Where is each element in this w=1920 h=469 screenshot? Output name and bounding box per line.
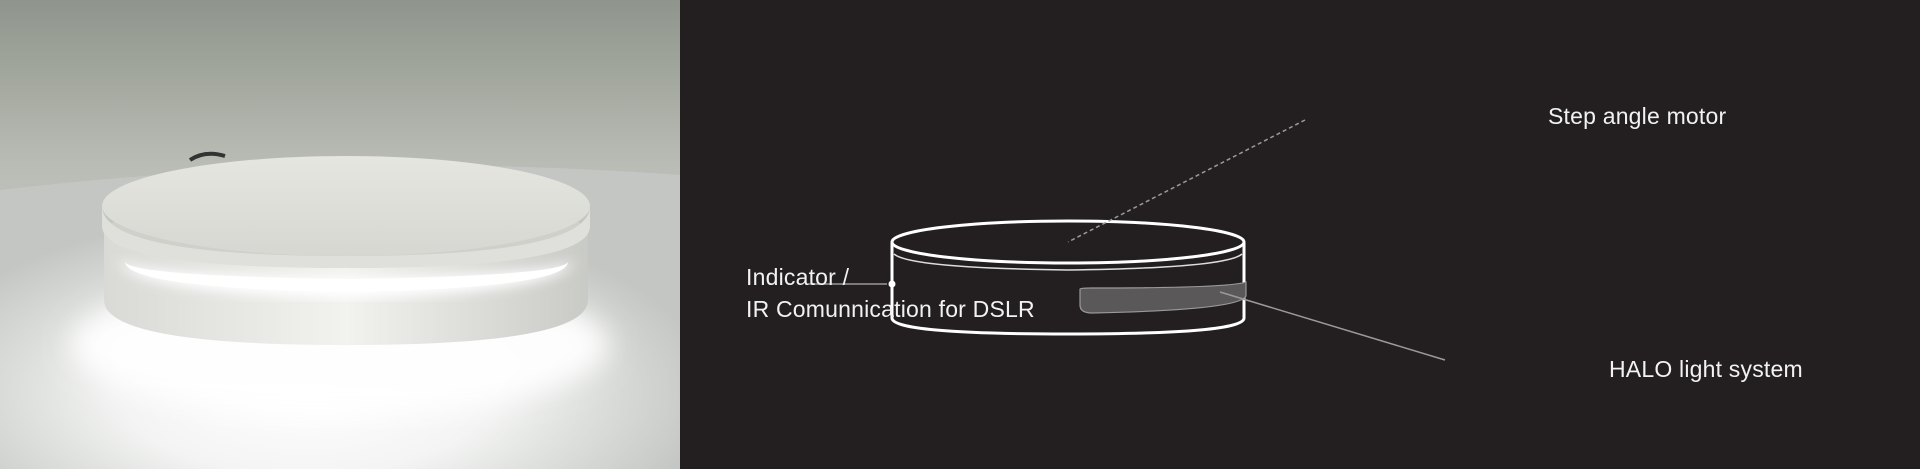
step-motor-leader xyxy=(1067,119,1306,243)
product-photo xyxy=(0,0,680,469)
indicator-label-line1: Indicator / xyxy=(746,264,850,290)
turntable-outline-drawing xyxy=(808,119,1446,361)
halo-light-system-label: HALO light system xyxy=(1609,356,1803,382)
indicator-label-line2: IR Comunnication for DSLR xyxy=(746,296,1035,322)
plate-seam-line xyxy=(893,253,1243,271)
labeled-diagram: Step angle motor Indicator / IR Comunnic… xyxy=(680,0,1920,469)
halo-leader xyxy=(1219,291,1446,361)
turntable-photo-illustration xyxy=(0,0,680,469)
bottom-outline xyxy=(890,317,1246,336)
step-angle-motor-label: Step angle motor xyxy=(1548,103,1727,129)
halo-window-shape xyxy=(1079,281,1247,314)
indicator-dot xyxy=(888,280,896,288)
